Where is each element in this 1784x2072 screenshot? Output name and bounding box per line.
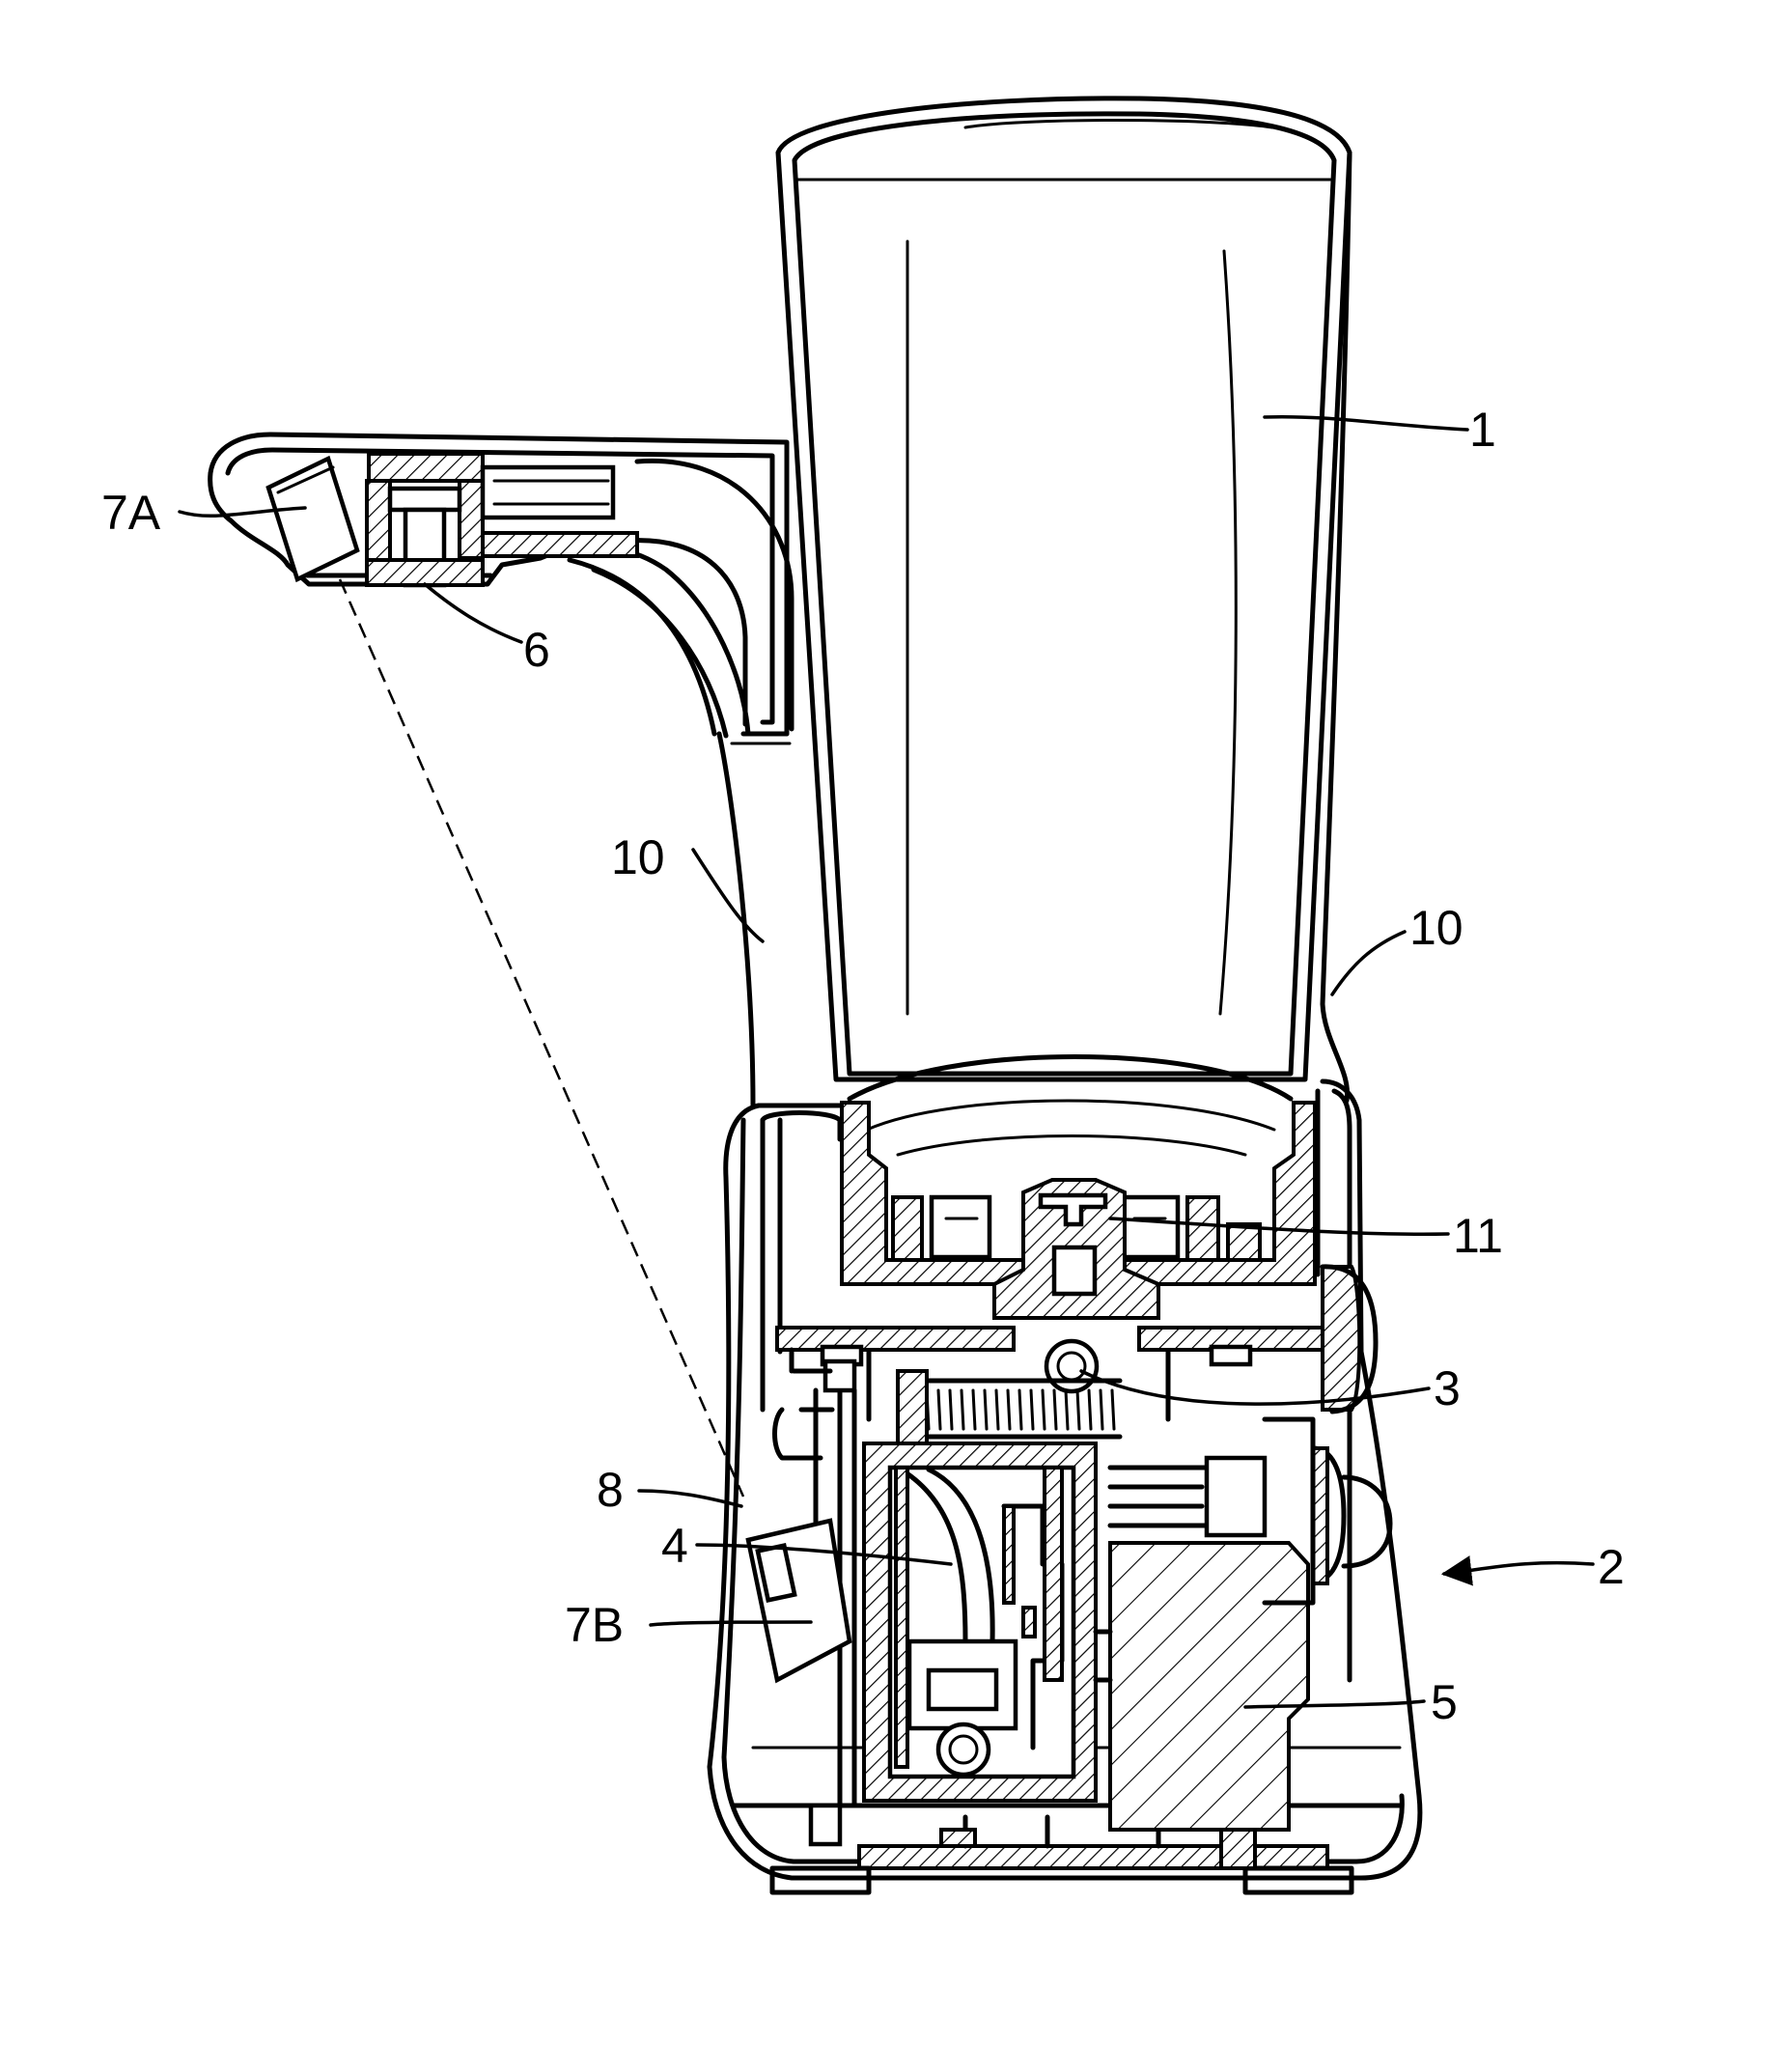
label-3: 3	[1434, 1361, 1461, 1415]
label-5: 5	[1431, 1675, 1458, 1729]
label-8: 8	[597, 1463, 624, 1517]
sensor-7a	[268, 459, 357, 579]
reservoir-container	[778, 98, 1350, 1155]
sensor-7b	[748, 1521, 850, 1680]
sensor-beam-dashed-line	[340, 579, 743, 1497]
label-10-right: 10	[1409, 901, 1463, 955]
label-1: 1	[1469, 403, 1496, 457]
label-4: 4	[661, 1519, 688, 1573]
label-7a: 7A	[101, 486, 161, 540]
label-11: 11	[1453, 1209, 1503, 1263]
label-2: 2	[1598, 1540, 1625, 1594]
label-6: 6	[523, 623, 550, 677]
label-7b: 7B	[565, 1598, 624, 1652]
pump-chamber-4	[864, 1443, 1096, 1801]
spring-roller-3	[898, 1341, 1120, 1443]
motor-5	[1096, 1419, 1390, 1830]
label-10-left: 10	[611, 830, 665, 884]
